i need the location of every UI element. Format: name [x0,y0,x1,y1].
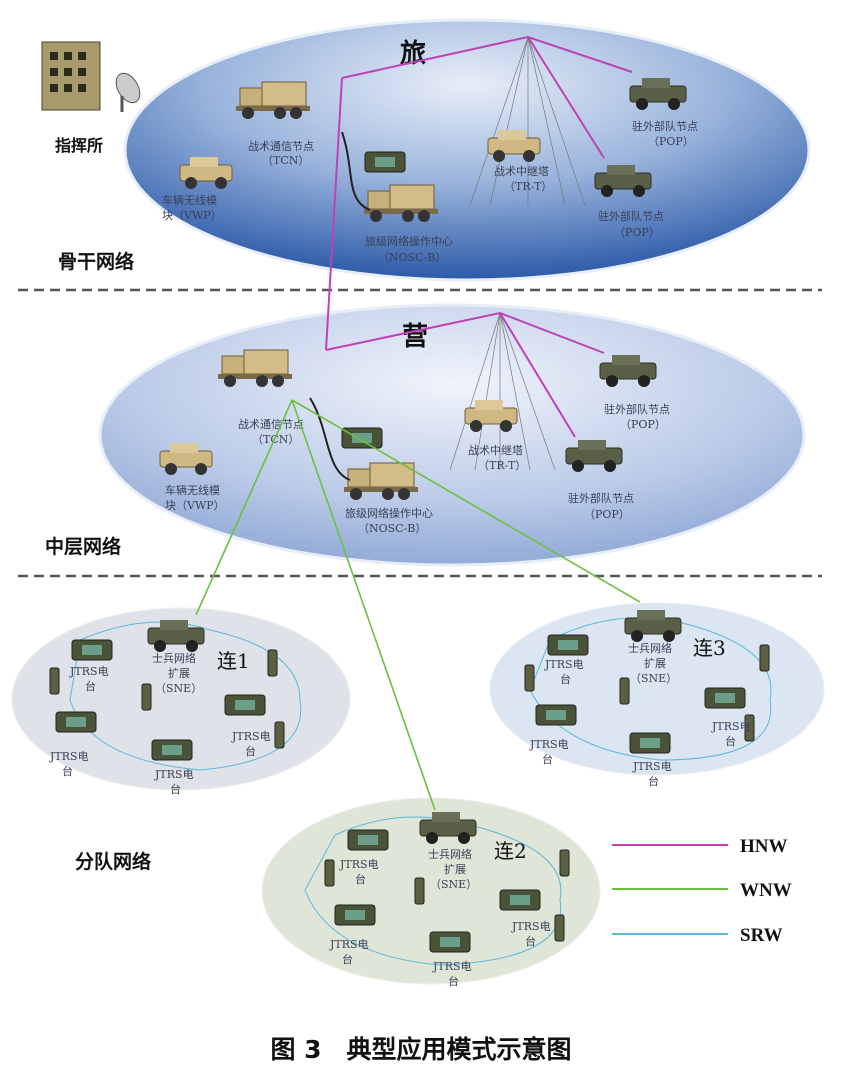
middle-network-label: 中层网络 [45,535,121,558]
cable-line [309,397,351,481]
svg-text:JTRS电: JTRS电 [49,750,89,763]
svg-text:士兵网络: 士兵网络 [628,641,672,655]
svg-text:（POP）: （POP） [620,418,666,431]
svg-text:（TCN）: （TCN） [262,154,309,167]
backbone-network-label: 骨干网络 [58,250,134,273]
svg-text:台: 台 [448,974,459,988]
svg-text:JTRS电: JTRS电 [231,730,271,743]
svg-text:台: 台 [355,872,366,886]
svg-text:台: 台 [170,782,181,796]
wnw-links [195,399,641,811]
svg-text:扩展: 扩展 [444,862,466,876]
svg-text:JTRS电: JTRS电 [544,658,584,671]
svg-text:驻外部队节点: 驻外部队节点 [632,119,698,133]
svg-text:（SNE）: （SNE） [430,878,477,891]
svg-text:扩展: 扩展 [168,666,190,680]
svg-text:JTRS电: JTRS电 [69,665,109,678]
svg-text:块（VWP）: 块（VWP） [165,499,225,512]
svg-text:战术通信节点: 战术通信节点 [238,418,304,431]
svg-text:台: 台 [560,672,571,686]
command-post-label: 指挥所 [55,136,103,155]
svg-text:连2: 连2 [494,839,527,863]
svg-text:JTRS电: JTRS电 [511,920,551,933]
svg-text:驻外部队节点: 驻外部队节点 [568,491,634,505]
legend-hnw: HNW [740,836,788,857]
svg-text:JTRS电: JTRS电 [432,960,472,973]
svg-text:台: 台 [648,774,659,788]
svg-text:台: 台 [542,752,553,766]
svg-text:（NOSC-B）: （NOSC-B） [378,251,446,264]
svg-text:JTRS电: JTRS电 [632,760,672,773]
svg-text:JTRS电: JTRS电 [711,720,751,733]
svg-text:战术中继塔: 战术中继塔 [468,444,523,457]
svg-text:扩展: 扩展 [644,656,666,670]
svg-text:JTRS电: JTRS电 [529,738,569,751]
cable-line [341,131,371,211]
svg-text:车辆无线模: 车辆无线模 [162,193,217,207]
svg-text:台: 台 [62,764,73,778]
svg-text:（SNE）: （SNE） [155,682,202,695]
svg-text:战术中继塔: 战术中继塔 [494,165,549,178]
radio-rack-icon [341,427,383,449]
radio-rack-icon [364,151,406,173]
svg-text:（TR-T）: （TR-T） [504,180,552,193]
svg-text:（TCN）: （TCN） [252,433,299,446]
svg-text:（TR-T）: （TR-T） [478,459,526,472]
legend-wnw: WNW [740,880,792,901]
svg-text:（NOSC-B）: （NOSC-B） [358,522,426,535]
svg-text:连1: 连1 [217,649,250,673]
tower-icon [469,36,586,206]
svg-text:车辆无线模: 车辆无线模 [165,483,220,497]
svg-text:台: 台 [85,679,96,693]
svg-text:JTRS电: JTRS电 [339,858,379,871]
svg-text:（POP）: （POP） [584,508,630,521]
svg-text:士兵网络: 士兵网络 [152,651,196,665]
svg-text:旅级网络操作中心: 旅级网络操作中心 [365,234,453,248]
svg-text:台: 台 [245,744,256,758]
legend: HNW WNW SRW [612,836,792,946]
svg-text:台: 台 [725,734,736,748]
svg-text:战术通信节点: 战术通信节点 [248,140,314,153]
svg-text:（POP）: （POP） [648,135,694,148]
svg-text:驻外部队节点: 驻外部队节点 [604,402,670,416]
svg-text:块（VWP）: 块（VWP） [162,209,222,222]
squad-network-label: 分队网络 [75,850,151,873]
brigade-network-ellipse [123,18,811,282]
hnw-links [325,35,633,438]
svg-text:台: 台 [525,934,536,948]
svg-text:连3: 连3 [693,636,726,660]
tower-icon [449,312,556,471]
svg-text:（POP）: （POP） [614,226,660,239]
battalion-network-ellipse [98,303,806,567]
battalion-title: 营 [402,322,428,352]
svg-text:JTRS电: JTRS电 [329,938,369,951]
svg-text:（SNE）: （SNE） [630,672,677,685]
svg-text:驻外部队节点: 驻外部队节点 [598,209,664,223]
svg-text:旅级网络操作中心: 旅级网络操作中心 [345,506,433,520]
svg-text:士兵网络: 士兵网络 [428,847,472,861]
figure-caption: 图 3 典型应用模式示意图 [270,1035,571,1064]
legend-srw: SRW [740,925,783,946]
command-post-building-icon [41,41,141,112]
svg-text:台: 台 [342,952,353,966]
svg-text:JTRS电: JTRS电 [154,768,194,781]
